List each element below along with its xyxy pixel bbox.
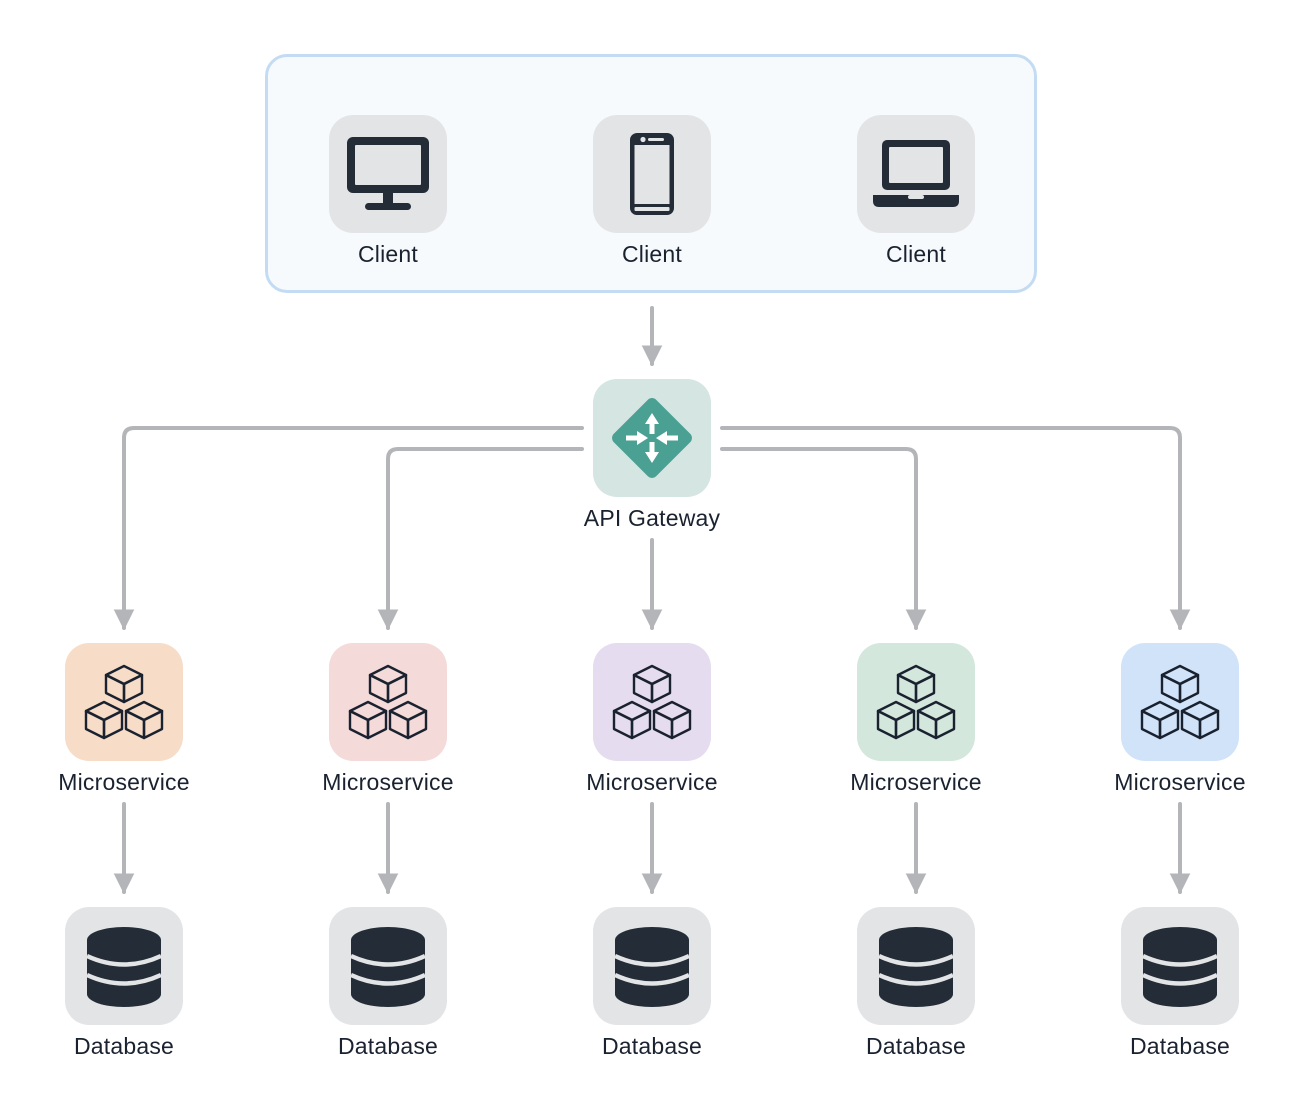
database-label: Database	[865, 1033, 967, 1059]
database-node[interactable]	[329, 907, 447, 1025]
connector-gateway-to-microservice-2	[377, 447, 584, 631]
router-arrows-icon	[612, 398, 692, 478]
laptop-icon	[873, 140, 959, 207]
client-label: Client	[357, 241, 418, 267]
database-icon	[86, 927, 162, 1007]
cubes-icon	[1140, 664, 1220, 740]
database-node[interactable]	[1121, 907, 1239, 1025]
database-icon	[1142, 927, 1218, 1007]
connector-gateway-to-microservice-4	[720, 447, 927, 631]
database-label: Database	[601, 1033, 703, 1059]
database-icon	[614, 927, 690, 1007]
database-label: Database	[337, 1033, 439, 1059]
database-icon	[350, 927, 426, 1007]
client-label: Client	[621, 241, 682, 267]
microservice-label: Microservice	[58, 769, 190, 795]
database-icon	[878, 927, 954, 1007]
microservice-label: Microservice	[850, 769, 982, 795]
database-node[interactable]	[593, 907, 711, 1025]
microservice-node[interactable]	[65, 643, 183, 761]
client-node-phone[interactable]	[593, 115, 711, 233]
database-node[interactable]	[857, 907, 975, 1025]
client-node-desktop[interactable]	[329, 115, 447, 233]
cubes-icon	[612, 664, 692, 740]
microservice-node[interactable]	[1121, 643, 1239, 761]
microservice-label: Microservice	[1114, 769, 1246, 795]
microservice-node[interactable]	[329, 643, 447, 761]
api-gateway-label: API Gateway	[583, 505, 721, 531]
database-label: Database	[73, 1033, 175, 1059]
connector-gateway-to-microservice-1	[113, 426, 584, 631]
microservice-node[interactable]	[593, 643, 711, 761]
api-gateway-node[interactable]	[593, 379, 711, 497]
mobile-phone-icon	[630, 133, 674, 215]
client-node-laptop[interactable]	[857, 115, 975, 233]
database-node[interactable]	[65, 907, 183, 1025]
client-label: Client	[885, 241, 946, 267]
cubes-icon	[876, 664, 956, 740]
microservice-label: Microservice	[322, 769, 454, 795]
cubes-icon	[84, 664, 164, 740]
microservice-label: Microservice	[586, 769, 718, 795]
microservice-node[interactable]	[857, 643, 975, 761]
connector-gateway-to-microservice-5	[720, 426, 1191, 631]
database-label: Database	[1129, 1033, 1231, 1059]
desktop-monitor-icon	[347, 137, 429, 210]
cubes-icon	[348, 664, 428, 740]
